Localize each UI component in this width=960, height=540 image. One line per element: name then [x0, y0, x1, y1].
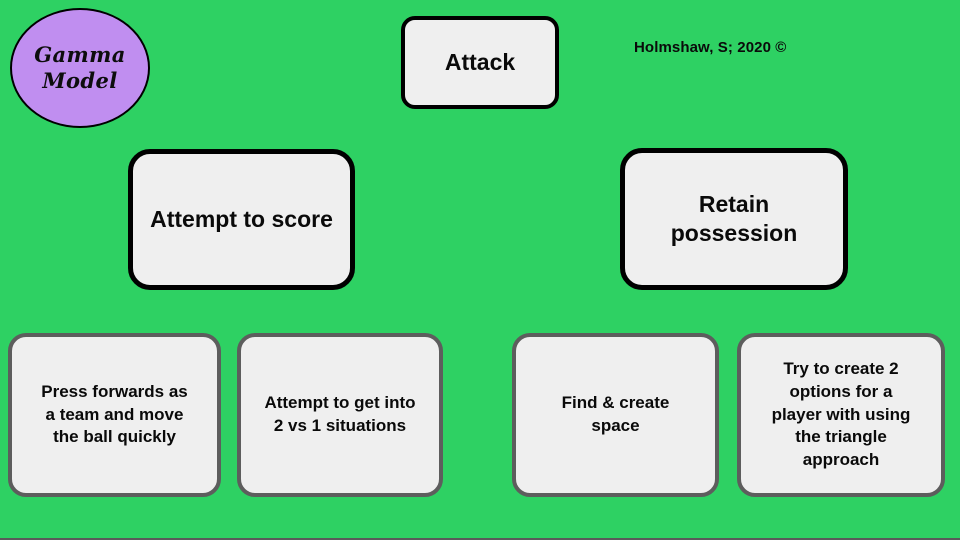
node-press-forwards[interactable]: Press forwards as a team and move the ba…: [8, 333, 221, 497]
node-attack-label: Attack: [444, 49, 516, 75]
model-badge-line-2: Model: [42, 68, 118, 93]
model-badge: Gamma Model: [10, 8, 150, 128]
node-find-create-space[interactable]: Find & create space: [512, 333, 719, 497]
node-retain-possession[interactable]: Retain possession: [620, 148, 848, 290]
node-two-vs-one-label: Attempt to get into 2 vs 1 situations: [264, 393, 416, 435]
node-press-forwards-label: Press forwards as a team and move the ba…: [41, 381, 188, 447]
node-attempt-to-score[interactable]: Attempt to score: [128, 149, 355, 290]
node-attempt-to-score-label: Attempt to score: [150, 205, 333, 232]
credit-text: Holmshaw, S; 2020 ©: [634, 39, 787, 56]
node-triangle-approach[interactable]: Try to create 2 options for a player wit…: [737, 333, 945, 497]
node-retain-possession-label: Retain possession: [670, 190, 798, 246]
model-badge-line-1: Gamma: [34, 41, 126, 67]
node-two-vs-one[interactable]: Attempt to get into 2 vs 1 situations: [237, 333, 443, 497]
node-find-create-space-label: Find & create space: [561, 393, 670, 435]
node-attack[interactable]: Attack: [401, 16, 559, 109]
node-triangle-approach-label: Try to create 2 options for a player wit…: [771, 358, 911, 470]
